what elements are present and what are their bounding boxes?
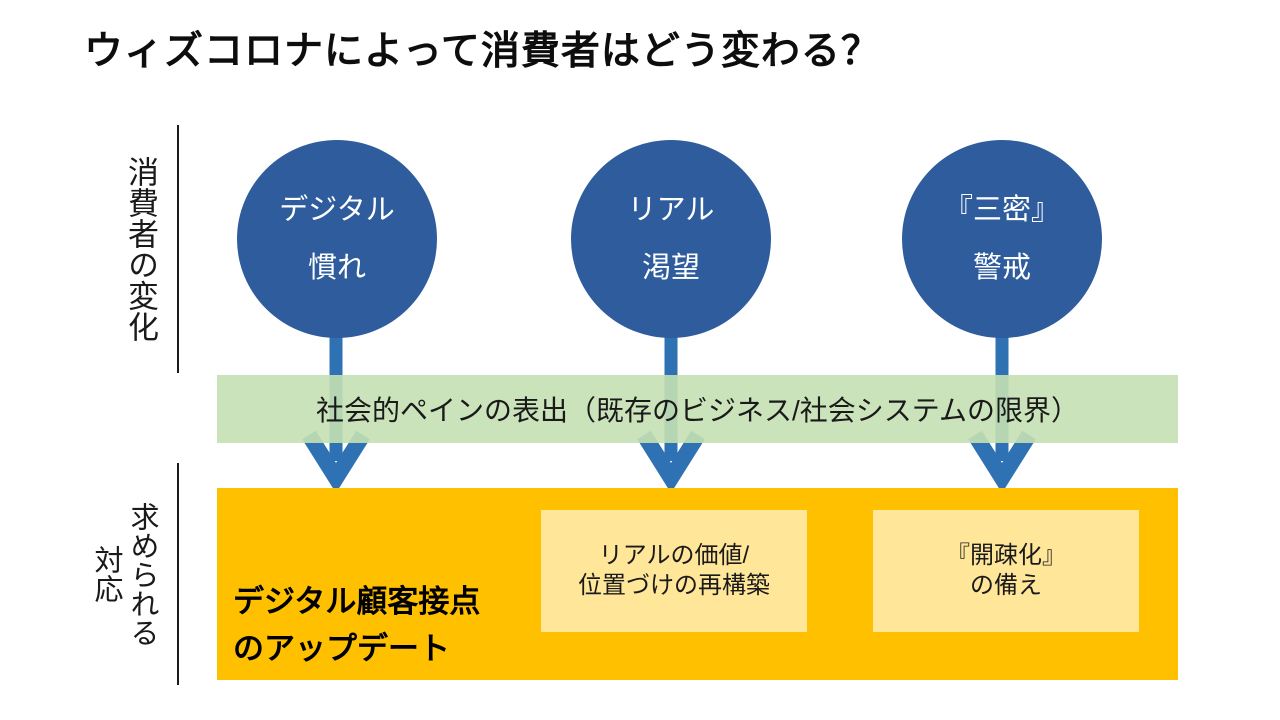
- vertical-label-consumer-change: 消費者の変化: [123, 156, 158, 342]
- circle-label-line: 慣れ: [307, 252, 366, 284]
- circle-label-line: 警戒: [972, 252, 1031, 284]
- circle-sanmitsu-caution: 『三密』 警戒: [902, 140, 1102, 338]
- response-main-label-line: デジタル顧客接点: [233, 584, 481, 619]
- consumer-change-divider-line: [177, 125, 179, 373]
- circle-label-line: 渇望: [641, 252, 700, 284]
- social-pain-band-label: 社会的ペインの表出（既存のビジネス/社会システムの限界）: [316, 395, 1079, 426]
- sub-box-line: 位置づけの再構築: [578, 572, 770, 599]
- vertical-label-required-response: 求められる 対応: [88, 463, 160, 685]
- vertical-label-required-response-sub: 対応: [90, 545, 122, 603]
- sub-box-line: 『開疎化』: [946, 542, 1066, 569]
- response-main-label-line: のアップデート: [233, 631, 450, 666]
- required-response-divider-line: [177, 463, 179, 685]
- sub-box-kaisoka-preparation: 『開疎化』 の備え: [873, 510, 1139, 632]
- response-main-label: デジタル顧客接点 のアップデート: [233, 578, 480, 672]
- sub-box-line: リアルの価値/: [598, 542, 750, 569]
- circle-digital-familiarity: デジタル 慣れ: [237, 140, 437, 338]
- social-pain-band-background: [217, 375, 1178, 443]
- social-pain-band: 社会的ペインの表出（既存のビジネス/社会システムの限界）: [217, 375, 1178, 443]
- circle-label-line: リアル: [627, 194, 715, 226]
- page-title: ウィズコロナによって消費者はどう変わる？: [84, 30, 881, 73]
- circle-label-line: デジタル: [279, 194, 395, 226]
- circle-label-line: 『三密』: [943, 194, 1060, 226]
- sub-box-line: の備え: [970, 572, 1042, 599]
- sub-box-real-value-rebuild: リアルの価値/ 位置づけの再構築: [541, 510, 807, 632]
- circle-real-craving: リアル 渇望: [571, 140, 771, 338]
- vertical-label-required-response-main: 求められる: [126, 501, 158, 647]
